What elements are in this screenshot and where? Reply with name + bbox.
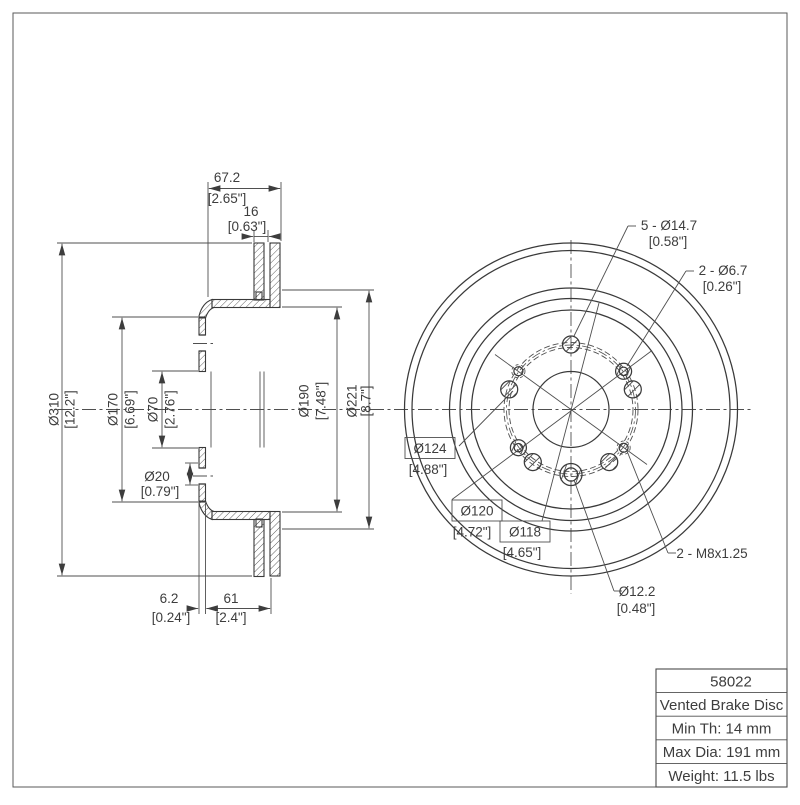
- callout-small-in: [0.26"]: [703, 279, 742, 294]
- dim-d20-in: [0.79"]: [141, 484, 180, 499]
- front-view: 5 - Ø14.7 [0.58"] 2 - Ø6.7 [0.26"] Ø124 …: [403, 218, 748, 616]
- callout-lug-mm: 5 - Ø14.7: [641, 218, 697, 233]
- callout-bc118-in: [4.65"]: [503, 545, 542, 560]
- title-block-description: Vented Brake Disc: [660, 697, 784, 714]
- dim-d221-mm: Ø221: [345, 384, 360, 417]
- bolt-circle-124: [503, 342, 639, 477]
- callout-bc118: Ø118: [509, 525, 541, 540]
- sheet-border: [12, 12, 788, 788]
- dim-d170-in: [6.69"]: [123, 390, 138, 429]
- section-view: 67.2 [2.65"] 16 [0.63"] Ø310 [12.2"] Ø17…: [47, 170, 754, 625]
- dim-d70-mm: Ø70: [146, 397, 161, 423]
- callout-bc120: Ø120: [460, 504, 493, 519]
- dim-width-total-mm: 67.2: [214, 170, 240, 185]
- dim-d221-in: [8.7"]: [359, 385, 374, 416]
- extension-lines: [57, 182, 374, 614]
- dim-thickness-mm: 16: [243, 204, 258, 219]
- bolt-circle-118: [508, 347, 634, 472]
- title-block-weight: Weight: 11.5 lbs: [668, 768, 774, 785]
- dim-thickness-in: [0.63"]: [228, 219, 267, 234]
- dimension-lines: [58, 185, 373, 612]
- callout-bc124: Ø124: [413, 441, 447, 456]
- callout-bc120-in: [4.72"]: [453, 525, 492, 540]
- dim-offset-mm: 6.2: [160, 591, 179, 606]
- dim-d70-in: [2.76"]: [163, 390, 178, 429]
- dim-hat-depth-in: [2.4"]: [215, 610, 246, 625]
- dim-d310-in: [12.2"]: [63, 390, 78, 429]
- bc124-box: [404, 437, 456, 459]
- title-block: 58022 Vented Brake Disc Min Th: 14 mm Ma…: [655, 668, 788, 788]
- dim-d310-mm: Ø310: [47, 393, 62, 426]
- callout-center-hole-mm: Ø12.2: [619, 584, 656, 599]
- dim-d20-mm: Ø20: [144, 469, 170, 484]
- dim-hat-depth-mm: 61: [223, 591, 238, 606]
- callout-lug-in: [0.58"]: [649, 234, 688, 249]
- dim-d170-mm: Ø170: [106, 393, 121, 426]
- bc118-box: [499, 520, 551, 543]
- title-block-min-thickness: Min Th: 14 mm: [672, 721, 772, 738]
- dim-width-total-in: [2.65"]: [208, 191, 247, 206]
- title-block-part-number: 58022: [710, 674, 752, 691]
- dim-offset-in: [0.24"]: [152, 610, 191, 625]
- bc120-box: [451, 499, 503, 522]
- callout-small-mm: 2 - Ø6.7: [699, 263, 748, 278]
- callout-bc124-in: [4.88"]: [409, 462, 448, 477]
- dim-d190-in: [7.48"]: [314, 382, 329, 421]
- bolt-circle-120: [506, 344, 636, 475]
- title-block-max-diameter: Max Dia: 191 mm: [663, 744, 781, 761]
- callout-thread: 2 - M8x1.25: [676, 546, 747, 561]
- callout-center-hole-in: [0.48"]: [617, 601, 656, 616]
- leader-lines: [451, 225, 694, 592]
- dim-d190-mm: Ø190: [297, 384, 312, 417]
